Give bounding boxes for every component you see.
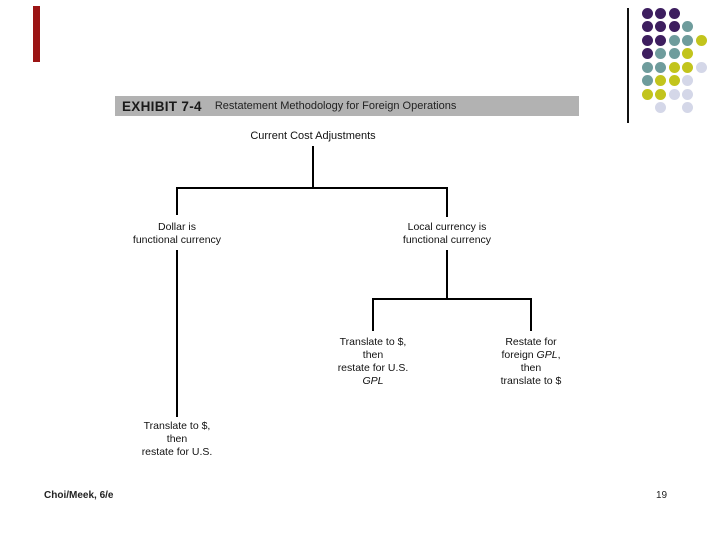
dot [668,21,680,32]
dot [655,75,666,86]
dot [655,21,666,32]
connector-line [312,146,314,188]
dot [655,88,666,100]
dot [695,61,707,73]
dot [655,7,666,19]
dot [641,48,653,59]
dot [668,7,680,19]
connector-line [372,298,374,331]
dot [668,48,680,59]
dot [682,75,693,86]
dot [668,88,680,100]
dot [655,102,666,113]
dot [668,34,680,46]
dot [668,61,680,73]
dot [641,61,653,73]
dot [641,75,653,86]
footer-credit: Choi/Meek, 6/e [44,490,114,501]
dot [682,34,693,46]
dot [655,61,666,73]
exhibit-header-bar: EXHIBIT 7-4 Restatement Methodology for … [115,96,579,116]
exhibit-title: Restatement Methodology for Foreign Oper… [214,100,457,112]
dot [668,75,680,86]
connector-line [176,250,178,417]
dot [682,48,693,59]
dot [682,21,693,32]
dot [641,34,653,46]
dot [641,21,653,32]
flow-node-current-cost-adjustments: Current Cost Adjustments [250,130,376,142]
vertical-rule [627,8,629,123]
connector-line [372,298,532,300]
dot [655,48,666,59]
exhibit-label: EXHIBIT 7-4 [122,98,202,114]
connector-line [176,187,448,189]
dot [655,34,666,46]
dot [641,7,653,19]
red-accent-bar [33,6,40,62]
dot [695,34,707,46]
connector-line [446,250,448,300]
connector-line [446,187,448,217]
connector-line [530,298,532,331]
connector-line [176,187,178,215]
page-number: 19 [656,490,668,501]
dot [682,61,693,73]
dot [682,88,693,100]
dot [641,88,653,100]
dot [682,102,693,113]
